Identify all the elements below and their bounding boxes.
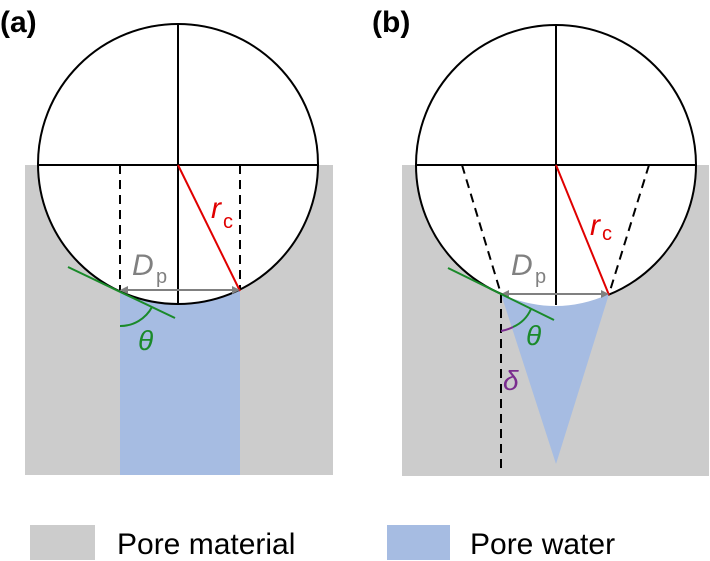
legend-swatch-pore-material (30, 525, 95, 560)
radius-label-b: r (590, 209, 601, 242)
tangent-line-a (67, 266, 176, 319)
diameter-label-b: D (511, 249, 533, 282)
pore-water-a (120, 290, 240, 475)
diameter-sub-a: p (156, 266, 167, 288)
radius-sub-a: c (223, 211, 233, 233)
panel-a-tag: (a) (0, 6, 37, 39)
legend: Pore material Pore water (30, 525, 615, 561)
panel-b (402, 24, 709, 476)
delta-label-b: δ (503, 365, 519, 396)
theta-arc-a (119, 306, 153, 328)
theta-arc-b (512, 308, 532, 328)
diameter-label-a: D (132, 249, 154, 282)
delta-arc-b (500, 326, 514, 332)
legend-label-pore-material: Pore material (117, 528, 295, 561)
radius-label-a: r (211, 192, 222, 225)
legend-swatch-pore-water (387, 525, 450, 560)
dashed-wall-right-b (608, 164, 650, 295)
legend-label-pore-water: Pore water (470, 528, 615, 561)
radius-line-a (177, 164, 241, 292)
theta-label-b: θ (526, 320, 541, 351)
panel-a (25, 23, 333, 475)
radius-sub-b: c (602, 223, 612, 245)
dashed-wall-left-b (461, 164, 502, 295)
theta-label-a: θ (138, 325, 153, 356)
radius-line-b (555, 164, 610, 296)
panel-b-tag: (b) (372, 6, 410, 39)
pore-water-b (501, 294, 609, 464)
diameter-sub-b: p (535, 266, 546, 288)
tangent-line-b (447, 267, 555, 321)
